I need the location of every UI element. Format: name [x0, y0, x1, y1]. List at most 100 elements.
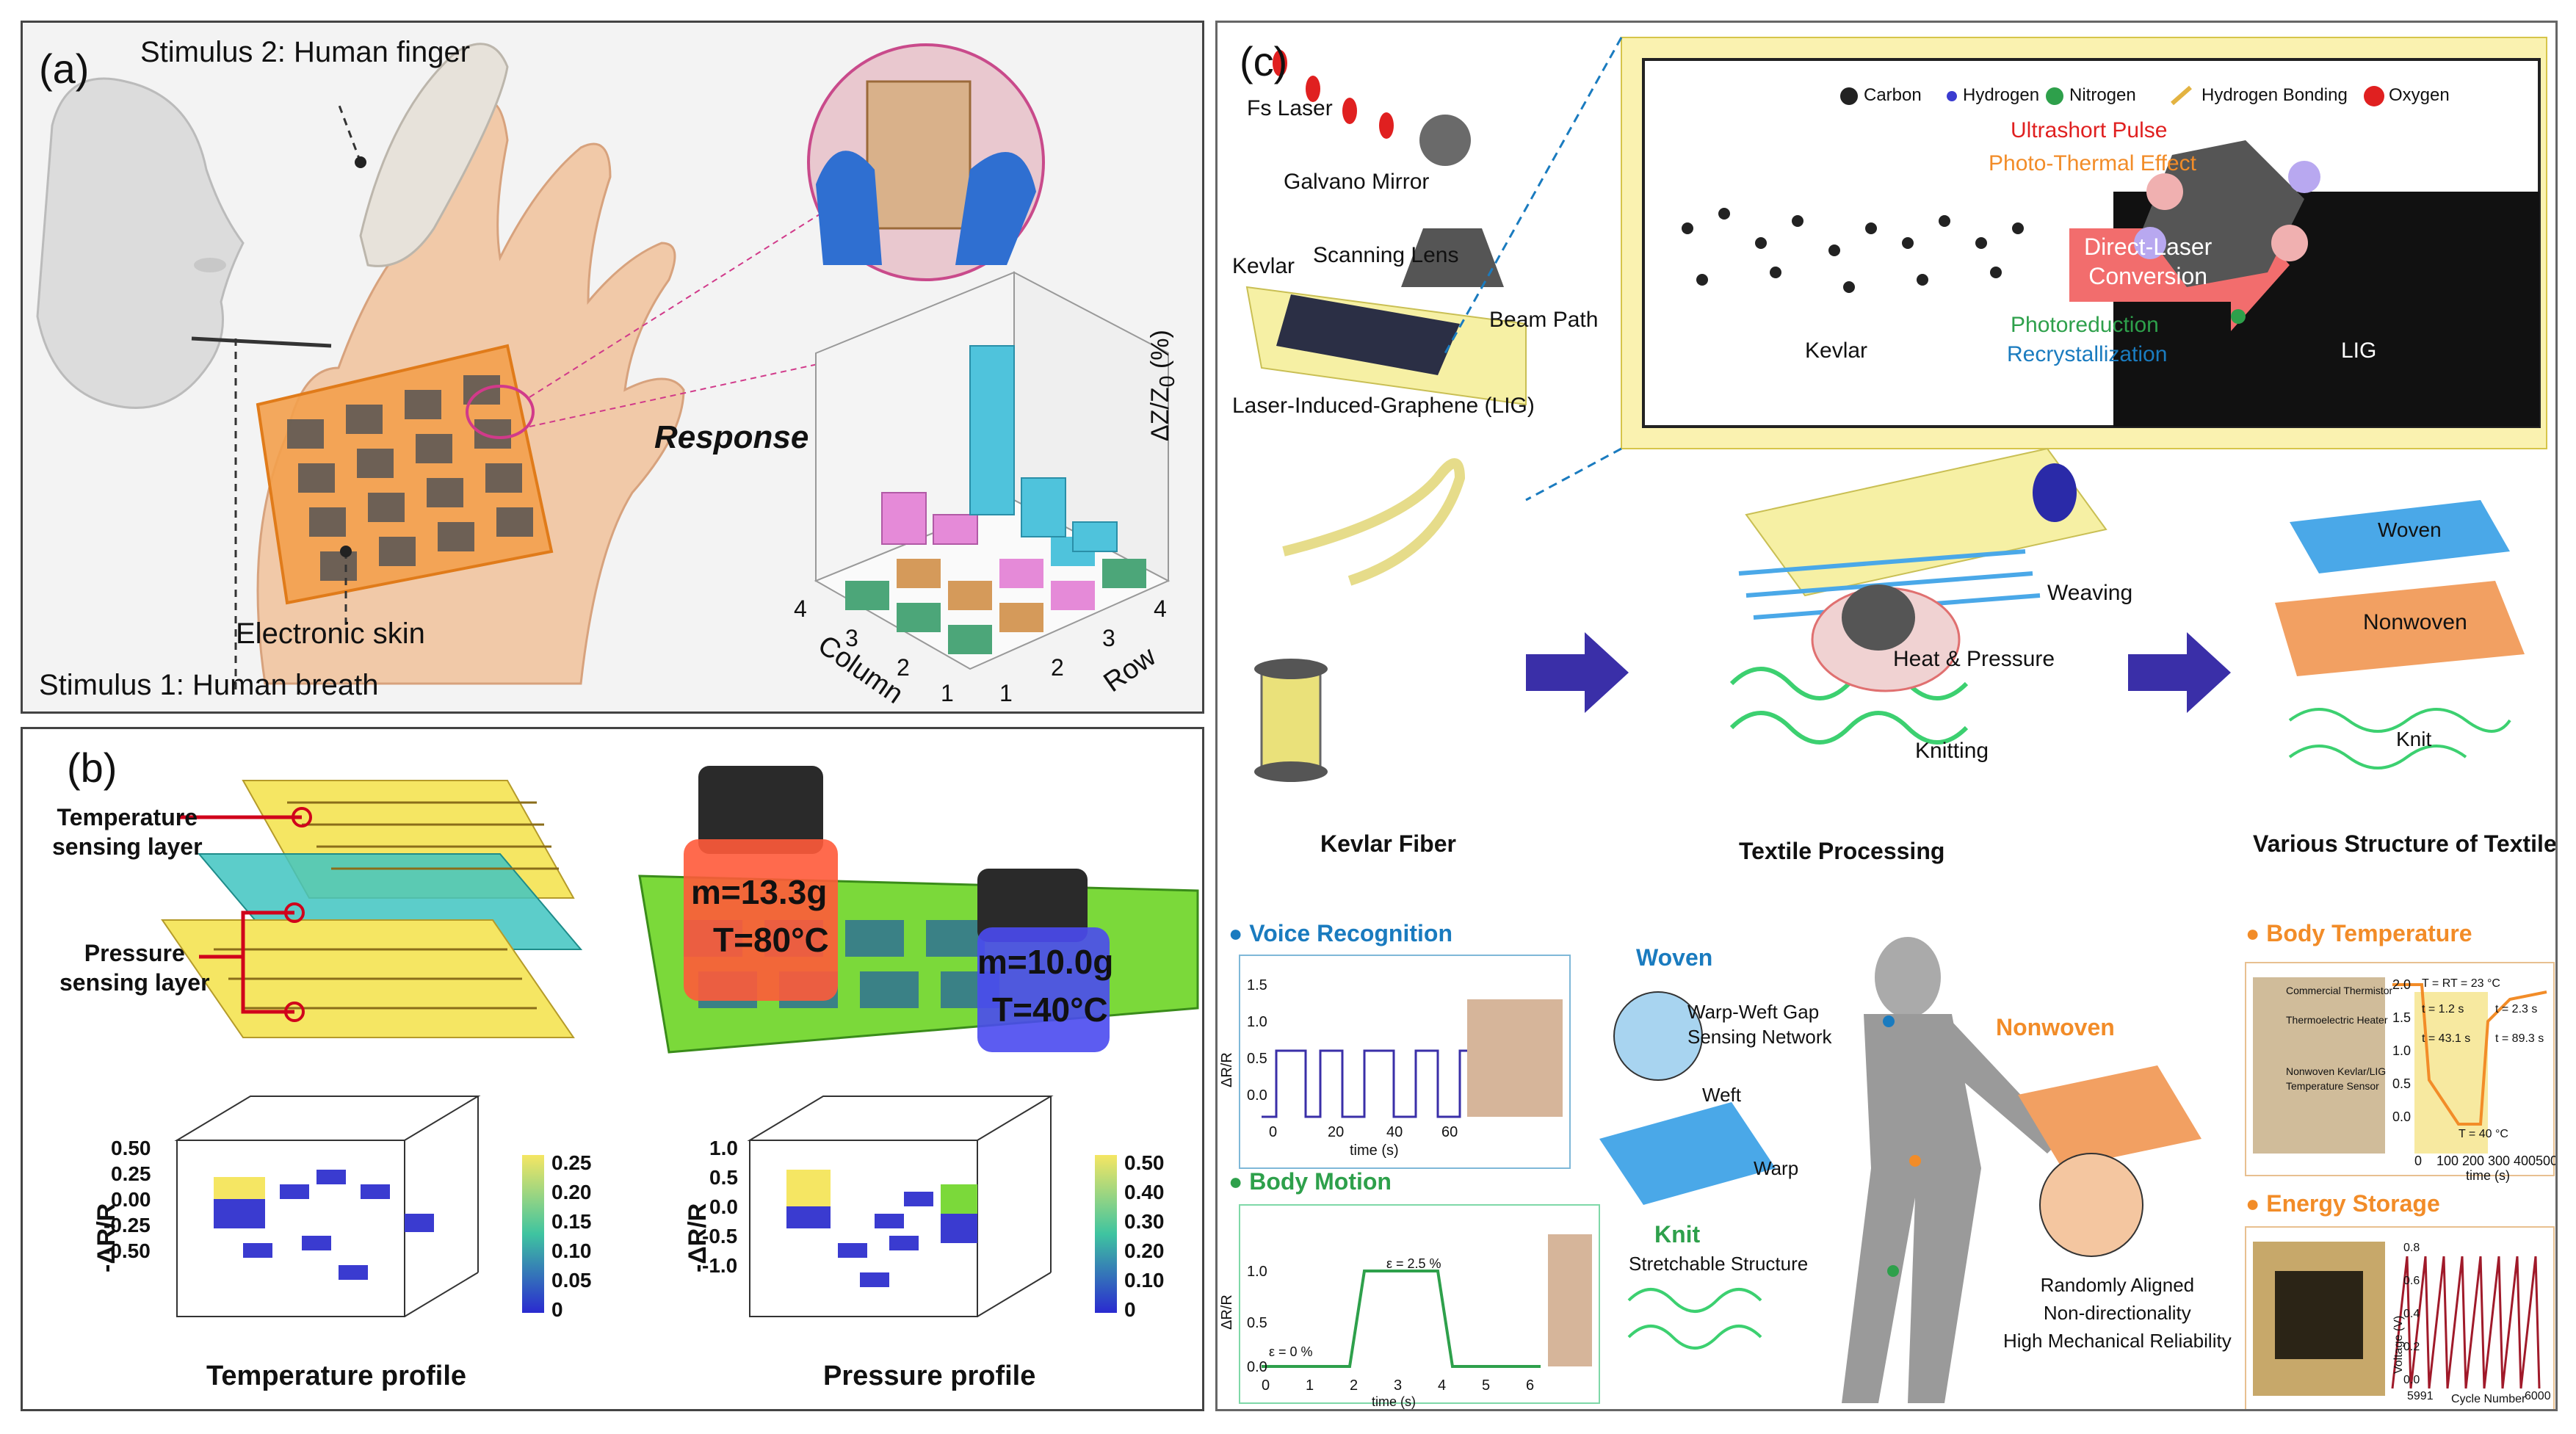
temp-annotation: t = 89.3 s [2495, 1032, 2544, 1045]
temp-photo-label: Nonwoven Kevlar/LIG [2286, 1065, 2387, 1077]
nonwoven-label: Nonwoven [2363, 610, 2467, 634]
temp-ytick: 2.0 [2392, 977, 2412, 992]
voice-xtick: 20 [1328, 1124, 1345, 1140]
energy-ytick: 0.6 [2403, 1275, 2420, 1287]
column-tick: 4 [794, 595, 807, 622]
heat-pressure-label: Heat & Pressure [1893, 647, 2055, 671]
nonwoven-figure-label: Nonwoven [1996, 1014, 2115, 1040]
plot2-cbar-tick: 0.20 [1124, 1239, 1165, 1262]
temp-xtick: 200 [2462, 1154, 2485, 1168]
energy-xlabel: Cycle Number [2451, 1393, 2526, 1405]
photoreduction-label: Photoreduction [2011, 313, 2159, 337]
plot2-cbar-tick: 0.10 [1124, 1269, 1165, 1292]
energy-ytick: 0.8 [2403, 1242, 2420, 1254]
electronic-skin-label: Electronic skin [236, 618, 425, 650]
plot2-cbar-tick: 0.40 [1124, 1181, 1165, 1203]
temperature-signal-line [2392, 983, 2547, 1126]
plot2-ytick: -1.0 [702, 1254, 738, 1277]
plot2-cbar-tick: 0.50 [1124, 1151, 1165, 1174]
response-label: Response [654, 419, 809, 455]
stimulus-1-label: Stimulus 1: Human breath [39, 669, 379, 701]
temp-ytick: 0.0 [2392, 1109, 2412, 1124]
plot2-ytick: 0.5 [709, 1166, 738, 1189]
recrystallization-label: Recrystallization [2007, 342, 2168, 366]
motion-xtick: 0 [1262, 1377, 1270, 1394]
panel-c-illustration [1239, 37, 2555, 1409]
temp-xtick: 0 [2414, 1154, 2423, 1168]
plot2-cbar-tick: 0 [1124, 1298, 1136, 1321]
pressure-profile-title: Pressure profile [823, 1361, 1036, 1391]
motion-xtick: 6 [1526, 1377, 1535, 1394]
voice-recognition-title: ● Voice Recognition [1229, 920, 1452, 946]
temp-xtick: 300 [2488, 1154, 2511, 1168]
fs-laser-label: Fs Laser [1247, 96, 1333, 120]
panel-c: (c) Fs Laser Galvano Mirror Scanning Len… [1215, 21, 2558, 1411]
plot1-ytick: 0.50 [111, 1137, 151, 1159]
kevlar-sheet-label: Kevlar [1232, 254, 1295, 278]
plot1-ytick: -0.50 [104, 1239, 151, 1262]
photo-thermal-label: Photo-Thermal Effect [1989, 151, 2196, 175]
kevlar-fiber-label: Kevlar Fiber [1320, 830, 1456, 857]
z-axis-label: ΔZ/Z0 (%) [1146, 330, 1179, 441]
ultrashort-pulse-label: Ultrashort Pulse [2011, 118, 2168, 142]
temp-annotation: t = 2.3 s [2495, 1003, 2538, 1015]
voice-xtick: 0 [1269, 1124, 1278, 1140]
legend-hydrogen: Hydrogen [1963, 85, 2040, 105]
textile-processing-label: Textile Processing [1739, 838, 1945, 864]
knitting-label: Knitting [1915, 739, 1989, 763]
energy-ytick: 0.4 [2403, 1308, 2420, 1320]
warp-label: Warp [1754, 1157, 1799, 1179]
voice-signal-line [1262, 1049, 1482, 1118]
temp-xtick: 400 [2514, 1154, 2536, 1168]
row-tick: 3 [1102, 625, 1115, 651]
row-tick: 4 [1154, 595, 1167, 622]
weaving-label: Weaving [2047, 581, 2133, 605]
voice-ytick: 1.0 [1247, 1014, 1267, 1030]
temp-ytick: 1.5 [2392, 1010, 2412, 1025]
jar2-temperature: T=40°C [992, 991, 1108, 1029]
motion-signal-line [1262, 1270, 1541, 1368]
plot1-cbar-tick: 0.15 [551, 1210, 592, 1233]
panel-a-tag: (a) [39, 46, 90, 92]
voice-ytick: 1.5 [1247, 977, 1267, 993]
temp-xtick: 500 [2536, 1154, 2558, 1168]
plot1-ytick: 0.00 [111, 1188, 151, 1211]
motion-xtick: 1 [1306, 1377, 1314, 1394]
motion-annotation: ε = 0 % [1269, 1344, 1313, 1359]
body-temperature-title: ● Body Temperature [2246, 920, 2472, 946]
knit-figure-label: Knit [1654, 1221, 1701, 1247]
beam-path-label: Beam Path [1489, 308, 1599, 332]
jar1-weight: m=13.3g [691, 873, 828, 911]
plot1-cbar-tick: 0.10 [551, 1239, 592, 1262]
column-tick: 3 [845, 625, 858, 651]
voice-ytick: 0.0 [1247, 1087, 1267, 1104]
energy-ytick: 0.0 [2403, 1374, 2420, 1386]
scanning-lens-label: Scanning Lens [1313, 243, 1459, 267]
energy-xtick: 5991 [2407, 1390, 2434, 1402]
temp-annotation: t = 1.2 s [2422, 1003, 2464, 1015]
motion-xlabel: time (s) [1372, 1394, 1416, 1409]
plot1-ytick: -0.25 [104, 1214, 151, 1236]
jar2-weight: m=10.0g [977, 943, 1114, 981]
jar1-temperature: T=80°C [713, 921, 829, 959]
row-tick: 1 [999, 680, 1013, 706]
voice-xtick: 60 [1441, 1124, 1458, 1140]
panel-a: (a) Stimulus 2: Human finger Stimulus 1:… [21, 21, 1204, 714]
energy-signal-line [2391, 1256, 2541, 1389]
temp-ytick: 0.5 [2392, 1076, 2412, 1091]
energy-ytick: 0.2 [2403, 1341, 2420, 1353]
energy-storage-title: ● Energy Storage [2246, 1190, 2440, 1217]
panel-b-tag: (b) [67, 745, 117, 791]
column-tick: 1 [941, 680, 954, 706]
temp-photo-label: Thermoelectric Heater [2286, 1014, 2388, 1026]
row-tick: 2 [1051, 654, 1064, 681]
motion-ytick: 1.0 [1247, 1264, 1267, 1280]
stimulus-2-label: Stimulus 2: Human finger [140, 36, 471, 68]
lig-sheet-label: Laser-Induced-Graphene (LIG) [1232, 394, 1535, 418]
kevlar-molecule-label: Kevlar [1805, 338, 1868, 363]
temp-ytick: 1.0 [2392, 1043, 2412, 1058]
voice-xtick: 40 [1386, 1124, 1403, 1140]
